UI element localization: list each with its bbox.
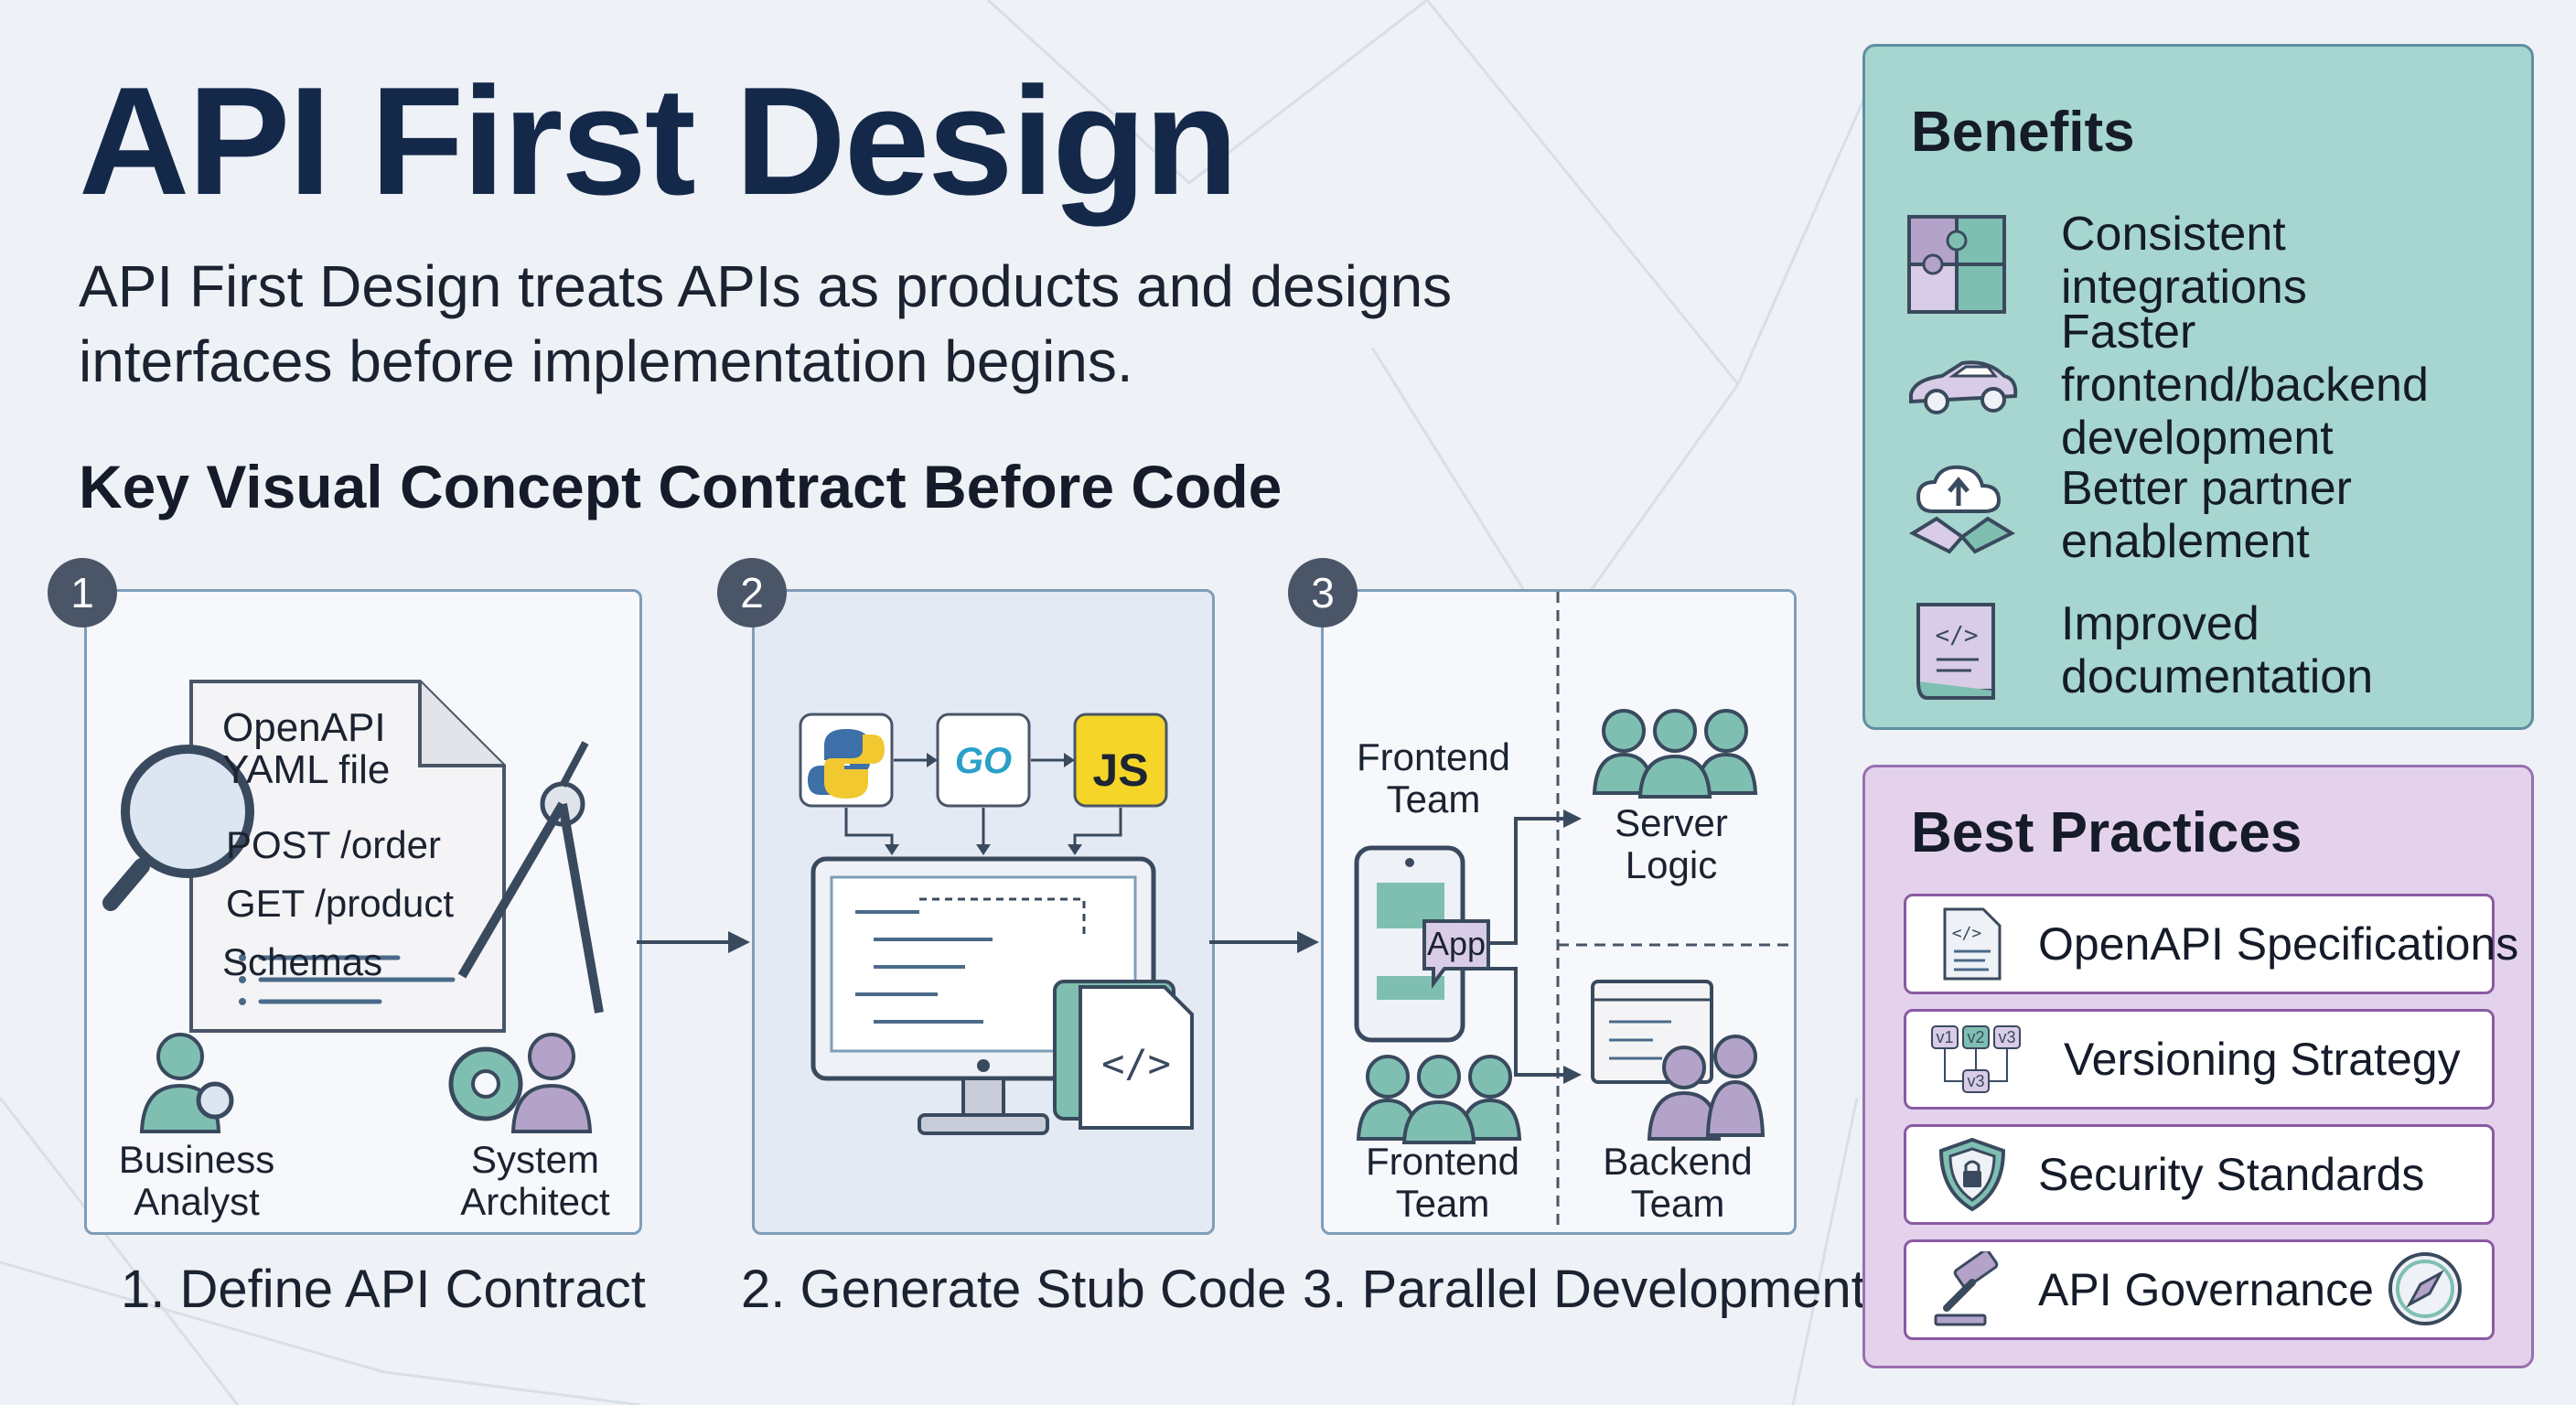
frontend-team-top-label: Frontend Team xyxy=(1356,735,1511,820)
version-badge-v3-merged: v3 xyxy=(1967,1072,1984,1090)
gavel-icon xyxy=(1934,1251,1999,1326)
system-architect-icon xyxy=(448,1033,593,1133)
server-team-icon xyxy=(1592,709,1758,799)
code-flow-arrows xyxy=(844,753,1122,855)
doc-line-schemas: Schemas xyxy=(222,940,383,983)
svg-text:</>: </> xyxy=(1936,622,1979,649)
openapi-document-illustration xyxy=(189,680,506,1033)
python-icon xyxy=(799,713,894,808)
doc-line-get-product: GET /product xyxy=(226,882,455,925)
go-language-icon: GO xyxy=(936,713,1031,808)
magnifier-icon xyxy=(102,745,254,911)
step-2-badge: 2 xyxy=(717,558,787,627)
benefit-item: Consistent integrations xyxy=(1905,206,2509,316)
role-system-architect: System Architect xyxy=(460,1138,610,1223)
puzzle-icon xyxy=(1907,215,2006,314)
benefit-item: </> Improved documentation xyxy=(1905,595,2509,705)
frontend-team-icon xyxy=(1356,1055,1522,1144)
practice-text: Security Standards xyxy=(2038,1149,2425,1200)
compass-rose-icon xyxy=(2388,1252,2462,1325)
practice-text: OpenAPI Specifications xyxy=(2038,918,2519,970)
team-flow-arrows xyxy=(1461,810,1582,1084)
practice-item: v1 v2 v3 v3 Versioning Strategy xyxy=(1904,1009,2495,1110)
doc-line-post-order: POST /order xyxy=(226,823,441,866)
arrow-step2-to-step3 xyxy=(1209,931,1319,953)
page-title: API First Design xyxy=(79,55,1239,227)
version-badge-v1: v1 xyxy=(1936,1028,1953,1046)
version-badge-v2: v2 xyxy=(1967,1028,1984,1046)
go-language-label: GO xyxy=(955,741,1012,781)
arrow-step1-to-step2 xyxy=(637,931,750,953)
cloud-handshake-icon xyxy=(1908,465,2016,554)
benefit-item: Better partner enablement xyxy=(1905,460,2509,570)
code-file-icon: </> xyxy=(1053,980,1194,1130)
backend-team-label: Backend Team xyxy=(1603,1140,1753,1225)
benefit-item: Faster frontend/backend development xyxy=(1905,306,2509,465)
version-badge-v3: v3 xyxy=(1998,1028,2015,1046)
best-practices-card: Best Practices </> OpenAPI Specification… xyxy=(1862,765,2534,1368)
benefits-card: Benefits Consistent integrations Faster … xyxy=(1862,44,2534,730)
panel-dividers xyxy=(1556,592,1794,1232)
practice-text: API Governance xyxy=(2038,1264,2374,1315)
benefit-text: Improved documentation xyxy=(2061,597,2374,703)
backend-team-icon xyxy=(1591,980,1766,1141)
step-3-badge: 3 xyxy=(1288,558,1358,627)
javascript-label: JS xyxy=(1092,745,1148,796)
spec-document-icon: </> xyxy=(1943,907,2002,981)
key-concept-heading: Key Visual Concept Contract Before Code xyxy=(79,453,1283,520)
javascript-icon: JS xyxy=(1073,713,1168,808)
svg-text:</>: </> xyxy=(1952,924,1982,943)
compass-icon xyxy=(457,741,604,1014)
practice-item: </> OpenAPI Specifications xyxy=(1904,894,2518,994)
step-1-panel: OpenAPI YAML file POST /order GET /produ… xyxy=(84,589,642,1235)
step-2-panel: GO JS xyxy=(752,589,1215,1235)
svg-text:</>: </> xyxy=(1101,1041,1171,1086)
step-1-badge: 1 xyxy=(48,558,117,627)
app-bubble-label: App xyxy=(1426,925,1487,962)
step-1-label: 1. Define API Contract xyxy=(121,1260,646,1319)
step-2-label: 2. Generate Stub Code xyxy=(741,1260,1287,1319)
frontend-team-bottom-label: Frontend Team xyxy=(1365,1140,1520,1225)
benefit-text: Better partner enablement xyxy=(2061,462,2352,568)
server-logic-label: Server Logic xyxy=(1615,801,1728,886)
version-tree-icon: v1 v2 v3 v3 xyxy=(1931,1025,2021,1093)
benefits-title: Benefits xyxy=(1911,101,2135,164)
practice-text: Versioning Strategy xyxy=(2064,1034,2461,1085)
practice-item: Security Standards xyxy=(1904,1124,2495,1225)
business-analyst-icon xyxy=(139,1033,234,1133)
page-subtitle: API First Design treats APIs as products… xyxy=(79,253,1453,394)
code-book-icon: </> xyxy=(1916,603,1995,700)
shield-lock-icon xyxy=(1938,1137,2006,1212)
benefit-text: Faster frontend/backend development xyxy=(2061,306,2429,465)
race-car-icon xyxy=(1909,360,2018,414)
benefit-text: Consistent integrations xyxy=(2061,208,2307,314)
practice-item: API Governance xyxy=(1904,1239,2495,1340)
doc-title: OpenAPI YAML file xyxy=(222,705,391,792)
step-3-label: 3. Parallel Development xyxy=(1303,1260,1866,1319)
role-business-analyst: Business Analyst xyxy=(118,1138,275,1223)
best-practices-title: Best Practices xyxy=(1911,801,2302,864)
step-3-panel: Frontend Team App Server Logic Frontend … xyxy=(1321,589,1797,1235)
